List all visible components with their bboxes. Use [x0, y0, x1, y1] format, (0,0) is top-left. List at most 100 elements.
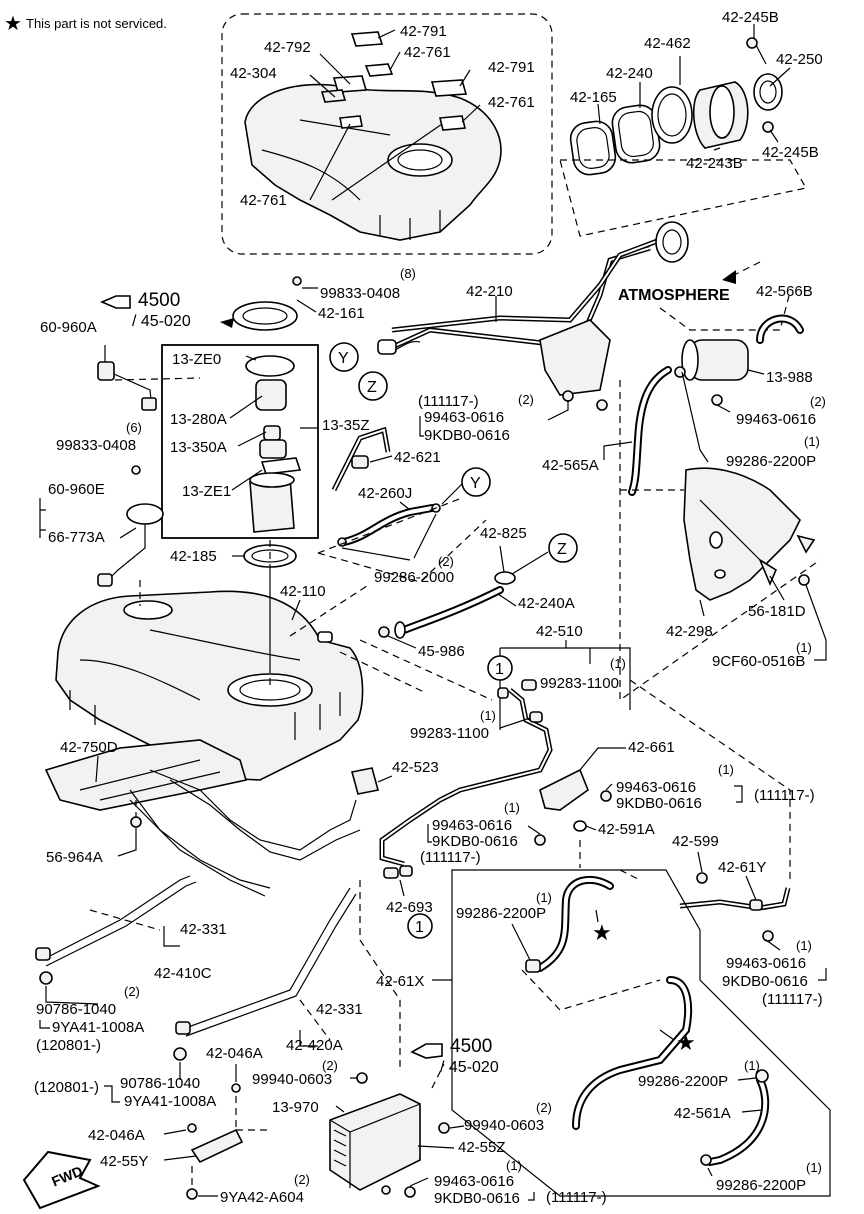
clamp-45-986-leader [387, 635, 417, 649]
ref-hand-icon-top [99, 295, 131, 309]
label-42-61x: 42-61X [376, 973, 424, 990]
star-icon: ★ [4, 13, 22, 35]
label-42-61y: 42-61Y [718, 859, 766, 876]
straps [35, 875, 357, 1037]
label-111117-c: (111117-) [420, 849, 481, 866]
hose-260j-dashed [317, 497, 487, 583]
label-99833-0408-mid: 99833-0408 [56, 437, 136, 454]
pump-leaders [229, 355, 318, 491]
bracket-c [427, 824, 432, 843]
filler-pipe [377, 221, 689, 411]
star-icon-lower: ★ [676, 1030, 696, 1055]
label-42-510: 42-510 [536, 623, 583, 640]
rings-dashed-outline [559, 159, 807, 237]
label-qty-1-a: (1) [804, 434, 820, 449]
label-qty-2-f: (2) [536, 1100, 552, 1115]
bracket-55y-leaders [163, 1129, 197, 1161]
pump-top-leaders [296, 287, 318, 313]
label-42-165: 42-165 [570, 89, 617, 106]
pump-gasket [232, 301, 298, 331]
connector-60-960a [97, 345, 201, 411]
label-111117-d: (111117-) [754, 787, 815, 804]
heat-shield-dashed [619, 380, 821, 702]
atmosphere-label: ATMOSPHERE [618, 287, 730, 304]
label-42-245b-top: 42-245B [722, 9, 779, 26]
inset-box [221, 13, 553, 255]
label-42-791b: 42-791 [488, 59, 535, 76]
label-qty-8: (8) [400, 266, 416, 281]
sender-unit [97, 503, 164, 587]
marker-y-upper [329, 342, 359, 372]
ref-45-020-bottom: / 45-020 [440, 1059, 499, 1076]
label-120801-a: (120801-) [36, 1037, 101, 1054]
hose-upper-dashed [521, 869, 661, 1011]
label-99283-1100-a: 99283-1100 [540, 675, 619, 692]
marker-z-upper [358, 371, 388, 401]
label-42-750d: 42-750D [60, 739, 118, 756]
label-42-331b: 42-331 [316, 1001, 363, 1018]
label-9ya42-a604: 9YA42-A604 [220, 1189, 304, 1206]
marker-y-upper-text: Y [338, 350, 349, 367]
label-13-280a: 13-280A [170, 411, 227, 428]
label-9kdb0-0616-e: 9KDB0-0616 [722, 973, 808, 990]
label-60-960a: 60-960A [40, 319, 97, 336]
label-42-791a: 42-791 [400, 23, 447, 40]
label-42-240a: 42-240A [518, 595, 575, 612]
filler-rings [569, 37, 783, 176]
label-42-245b-bot: 42-245B [762, 144, 819, 161]
label-9kdb0-0616-c: 9KDB0-0616 [432, 833, 518, 850]
label-120801-b: (120801-) [34, 1079, 99, 1096]
label-42-825: 42-825 [480, 525, 527, 542]
bracket-f [528, 1192, 535, 1201]
inset-tank [244, 31, 502, 241]
label-99940-0603-a: 99940-0603 [252, 1071, 332, 1088]
label-42-599: 42-599 [672, 833, 719, 850]
heat-shield-42-298 [683, 467, 816, 601]
hose-lower-star [572, 976, 770, 1166]
label-42-591a: 42-591A [598, 821, 655, 838]
label-99463-0616-a: 99463-0616 [424, 409, 504, 426]
label-qty-2-b: (2) [810, 394, 826, 409]
label-111117-a: (111117-) [418, 393, 479, 410]
marker-one-lower [407, 913, 433, 939]
hose-42-565a [628, 366, 686, 496]
hose-260j-leaders [341, 483, 463, 561]
fwd-arrow-icon [22, 1150, 101, 1210]
ref-hand-icon-bottom [410, 1043, 443, 1059]
marker-y-right-text: Y [470, 475, 481, 492]
marker-z-upper-text: Z [367, 379, 377, 396]
marker-y-right [461, 467, 491, 497]
clip-523-leader [377, 775, 393, 783]
tube-510-leaders [499, 717, 531, 729]
label-13-ze1: 13-ZE1 [182, 483, 231, 500]
star-icon-upper: ★ [592, 920, 612, 945]
label-42-210: 42-210 [466, 283, 513, 300]
rings-leaders [597, 24, 791, 151]
connector-693-leader [399, 879, 405, 897]
label-13-ze0: 13-ZE0 [172, 351, 221, 368]
bracket-661-leaders [527, 747, 626, 835]
canister-dashed [359, 880, 445, 1089]
tube-510-dashed [629, 679, 791, 880]
ref-45-020-top: / 45-020 [132, 313, 191, 330]
pump-box [161, 344, 319, 539]
clip-56-964a [130, 816, 142, 828]
not-serviced-note: This part is not serviced. [26, 16, 167, 31]
label-42-243b: 42-243B [686, 155, 743, 172]
label-qty-1-g: (1) [536, 890, 552, 905]
label-qty-2-e: (2) [322, 1058, 338, 1073]
label-99286-2200p-c: 99286-2200P [638, 1073, 728, 1090]
label-99833-0408-top: 99833-0408 [320, 285, 400, 302]
label-42-621: 42-621 [394, 449, 441, 466]
label-99286-2200p-d: 99286-2200P [716, 1177, 806, 1194]
ref-4500-top: 4500 [138, 290, 180, 311]
bracket-60-960e [39, 498, 46, 538]
label-42-304: 42-304 [230, 65, 277, 82]
shield-42-750d [44, 739, 248, 811]
label-qty-2-g: (2) [294, 1172, 310, 1187]
marker-one-lower-text: 1 [415, 919, 424, 936]
label-42-661: 42-661 [628, 739, 675, 756]
label-42-761c: 42-761 [240, 192, 287, 209]
atmosphere-arrow-icon [722, 270, 736, 284]
label-42-792: 42-792 [264, 39, 311, 56]
